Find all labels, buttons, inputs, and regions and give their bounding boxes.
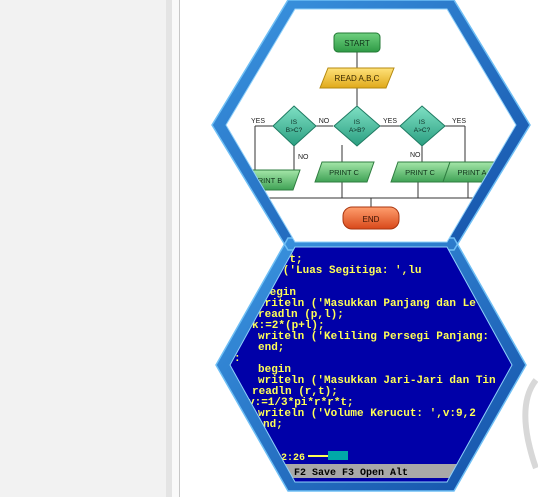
- svg-text:PRINT C: PRINT C: [405, 168, 435, 177]
- content-margin: [172, 0, 180, 497]
- code-line[interactable]: readln (p,l);: [258, 309, 344, 321]
- svg-text:IS: IS: [291, 119, 298, 126]
- code-line[interactable]: readln (r,t);: [252, 386, 338, 398]
- svg-text:NO: NO: [410, 152, 421, 159]
- code-line[interactable]: :: [234, 353, 241, 365]
- left-panel: [0, 0, 166, 497]
- svg-text:START: START: [344, 39, 370, 48]
- svg-text:A>B?: A>B?: [349, 127, 365, 134]
- print-c-node: [314, 161, 375, 183]
- svg-text:YES: YES: [383, 118, 397, 125]
- code-line[interactable]: writeln ('Volume Kerucut: ',v:9,2: [258, 408, 476, 420]
- svg-text:YES: YES: [452, 118, 466, 125]
- svg-text:END: END: [363, 215, 380, 224]
- code-line[interactable]: writeln ('Keliling Persegi Panjang:: [258, 331, 489, 343]
- panel-divider: [166, 0, 172, 497]
- code-line[interactable]: writeln ('Masukkan Jari-Jari dan Tin: [258, 375, 496, 387]
- decision-b-gt-c: [272, 105, 317, 147]
- status-keys[interactable]: F2 Save F3 Open Alt: [294, 467, 408, 479]
- end-node: [342, 206, 400, 230]
- code-line[interactable]: nd;: [263, 419, 283, 431]
- svg-text:PRINT A: PRINT A: [457, 168, 486, 177]
- svg-text:IS: IS: [419, 119, 426, 126]
- svg-text:B>C?: B>C?: [286, 127, 303, 134]
- code-line[interactable]: writeln ('Masukkan Panjang dan Le: [258, 298, 476, 310]
- svg-text:IS: IS: [354, 119, 361, 126]
- svg-text:NO: NO: [319, 118, 330, 125]
- code-line[interactable]: end;: [258, 342, 284, 354]
- svg-text:PRINT C: PRINT C: [329, 168, 359, 177]
- decision-a-gt-c: [399, 105, 446, 147]
- svg-text:NO: NO: [298, 154, 309, 161]
- decision-a-gt-b: [333, 105, 381, 147]
- svg-text:YES: YES: [251, 118, 265, 125]
- code-line[interactable]: v:=1/3*pi*r*r*t;: [248, 397, 354, 409]
- code-line[interactable]: ln ('Luas Segitiga: ',lu: [263, 265, 421, 277]
- read-node: [319, 67, 395, 89]
- code-line[interactable]: begin: [258, 364, 291, 376]
- mouse-cursor-shape: [522, 378, 538, 470]
- flowchart-panel: START READ A,B,C IS B>C? IS A>B? IS A>C?…: [226, 9, 516, 242]
- svg-text:READ A,B,C: READ A,B,C: [335, 74, 380, 83]
- start-node: [333, 32, 381, 53]
- code-line[interactable]: k:=2*(p+l);: [252, 320, 325, 332]
- function-key-bar: [230, 464, 512, 478]
- svg-text:A>C?: A>C?: [414, 127, 431, 134]
- content-border-line: [179, 0, 180, 497]
- svg-text:RINT B: RINT B: [258, 176, 282, 185]
- code-editor-panel: 5*a*t;ln ('Luas Segitiga: ',lubeginwrite…: [230, 247, 512, 482]
- status-position: 2:26: [281, 453, 305, 464]
- status-scroll: [328, 451, 348, 460]
